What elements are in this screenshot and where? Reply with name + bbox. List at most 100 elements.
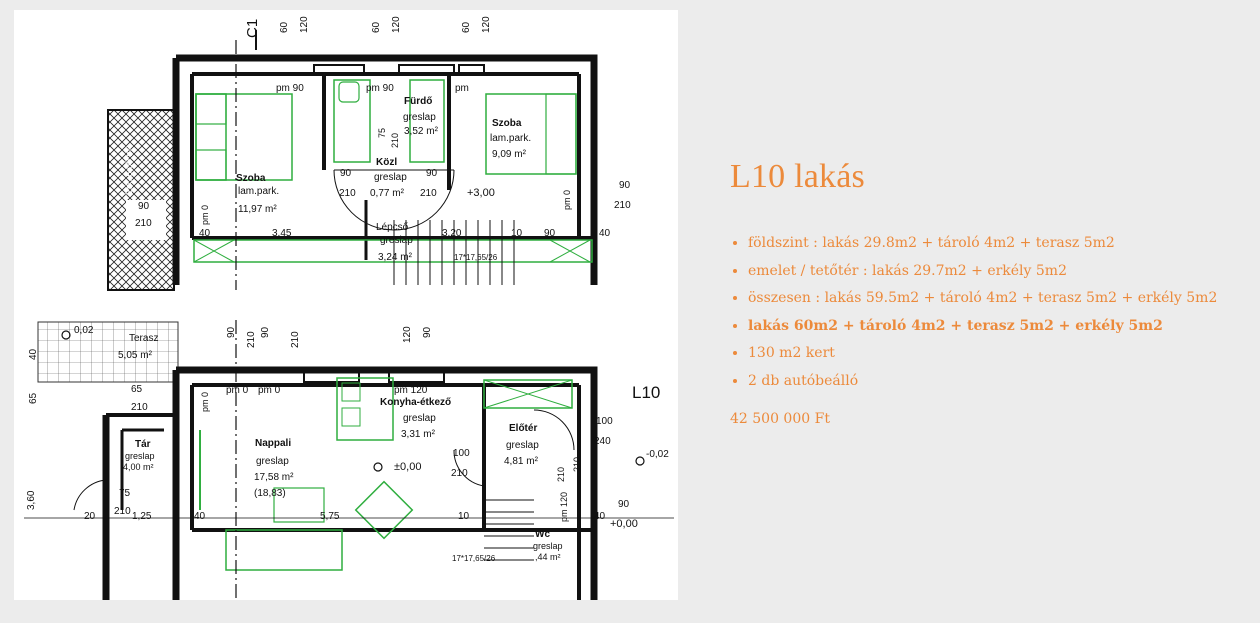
feature-ground-floor: földszint : lakás 29.8m2 + tároló 4m2 + … <box>748 230 1250 258</box>
dim-label: 90 <box>260 326 271 338</box>
stair-label: 17*17,65/26 <box>452 554 496 563</box>
dim-label: 10 <box>511 228 523 239</box>
room-name: Tár <box>135 439 151 450</box>
room-floor: lam.park. <box>490 133 531 144</box>
dim-label: 90 <box>226 326 237 338</box>
room-floor: greslap <box>403 112 436 123</box>
dim-label: 65 <box>131 384 143 395</box>
dim-label: 10 <box>458 511 470 522</box>
dim-label: pm 0 <box>200 392 210 412</box>
room-area: 9,09 m² <box>492 149 527 160</box>
level-label: 0,02 <box>74 325 94 336</box>
dim-label: 90 <box>138 201 150 212</box>
room-area: ,44 m² <box>535 552 561 562</box>
dim-label: 90 <box>619 180 631 191</box>
dim-label: 60 <box>461 21 472 33</box>
dim-label: 90 <box>544 228 556 239</box>
dim-label: 210 <box>246 331 257 348</box>
dim-label: 120 <box>391 16 402 33</box>
dim-label: 90 <box>426 168 438 179</box>
dim-label: 40 <box>599 228 611 239</box>
level-label: +0,00 <box>610 518 638 530</box>
dim-label: 3,45 <box>272 228 292 239</box>
dim-label: pm 90 <box>276 83 304 94</box>
dim-label: 210 <box>451 468 468 479</box>
dim-label: 210 <box>390 133 400 148</box>
dim-label: 210 <box>339 188 356 199</box>
dim-label: 210 <box>135 218 152 229</box>
room-floor: greslap <box>506 440 539 451</box>
feature-parking: 2 db autóbeálló <box>748 368 1250 396</box>
room-floor: lam.park. <box>238 186 279 197</box>
room-area: 5,05 m² <box>118 350 153 361</box>
floor-plan-image: C1 60 120 60 120 60 120 pm 90 pm 90 pm S… <box>14 10 678 600</box>
room-area-extra: (18,83) <box>254 488 286 499</box>
dim-label: pm 0 <box>258 385 281 396</box>
room-name: Wc <box>535 529 550 540</box>
dim-label: 90 <box>340 168 352 179</box>
dim-label: 3,60 <box>26 490 37 510</box>
dim-label: 100 <box>596 416 613 427</box>
room-area: 11,97 m² <box>238 204 277 215</box>
room-floor: greslap <box>374 172 407 183</box>
dim-label: 40 <box>594 511 606 522</box>
room-floor: greslap <box>533 541 563 551</box>
room-name: Nappali <box>255 438 291 449</box>
level-label: ±0,00 <box>394 461 421 473</box>
room-area: 3,24 m² <box>378 252 413 263</box>
dim-label: pm 0 <box>562 190 572 210</box>
dim-label: pm <box>455 83 469 94</box>
room-name: Fürdő <box>404 96 432 107</box>
dim-label: 60 <box>279 21 290 33</box>
feature-garden: 130 m2 kert <box>748 340 1250 368</box>
room-floor: greslap <box>256 456 289 467</box>
dim-label: 120 <box>481 16 492 33</box>
apartment-info: L10 lakás földszint : lakás 29.8m2 + tár… <box>730 158 1250 427</box>
dim-label: 1,25 <box>132 511 152 522</box>
dim-label: 210 <box>614 200 631 211</box>
room-area: 4,00 m² <box>123 462 154 472</box>
dim-label: pm 120 <box>559 492 569 522</box>
room-name: Lépcső <box>376 222 409 233</box>
room-name: Konyha-étkező <box>380 397 451 408</box>
dim-label: pm 0 <box>200 205 210 225</box>
dim-label: 120 <box>299 16 310 33</box>
dim-label: 210 <box>420 188 437 199</box>
dim-label: 210 <box>572 457 582 472</box>
feature-rounded-total: lakás 60m2 + tároló 4m2 + terasz 5m2 + e… <box>748 313 1250 341</box>
dim-label: 75 <box>377 128 387 138</box>
level-label: +3,00 <box>467 187 495 199</box>
room-floor: greslap <box>125 451 155 461</box>
room-name: Szoba <box>492 118 522 129</box>
room-area: 3,31 m² <box>401 429 436 440</box>
dim-label: 75 <box>119 488 131 499</box>
dim-label: 210 <box>131 402 148 413</box>
stair-label: 17*17,65/26 <box>454 253 498 262</box>
dim-label: 100 <box>453 448 470 459</box>
room-name: Terasz <box>129 333 158 344</box>
dim-label: 40 <box>199 228 211 239</box>
feature-list: földszint : lakás 29.8m2 + tároló 4m2 + … <box>730 230 1250 395</box>
room-name: Szoba <box>236 173 266 184</box>
dim-label: 210 <box>290 331 301 348</box>
dim-label: 60 <box>371 21 382 33</box>
dim-label: 90 <box>618 499 630 510</box>
dim-label: pm 90 <box>366 83 394 94</box>
dim-label: 65 <box>28 392 39 404</box>
dim-label: 120 <box>402 326 413 343</box>
section-marker: C1 <box>244 19 261 38</box>
balcony-label: Erk. 5,09 m² <box>124 146 134 195</box>
dim-label: 40 <box>194 511 206 522</box>
apartment-title: L10 lakás <box>730 158 865 195</box>
room-name: Közl <box>376 157 397 168</box>
room-area: 4,81 m² <box>504 456 539 467</box>
dim-label: 210 <box>114 506 131 517</box>
price: 42 500 000 Ft <box>730 411 830 427</box>
dim-label: 240 <box>594 436 611 447</box>
dim-label: pm 0 <box>226 385 249 396</box>
dim-label: 5,75 <box>320 511 340 522</box>
dim-label: 3,20 <box>442 228 462 239</box>
room-name: Előtér <box>509 423 537 434</box>
level-label: -0,02 <box>646 449 669 460</box>
room-floor: greslap <box>403 413 436 424</box>
